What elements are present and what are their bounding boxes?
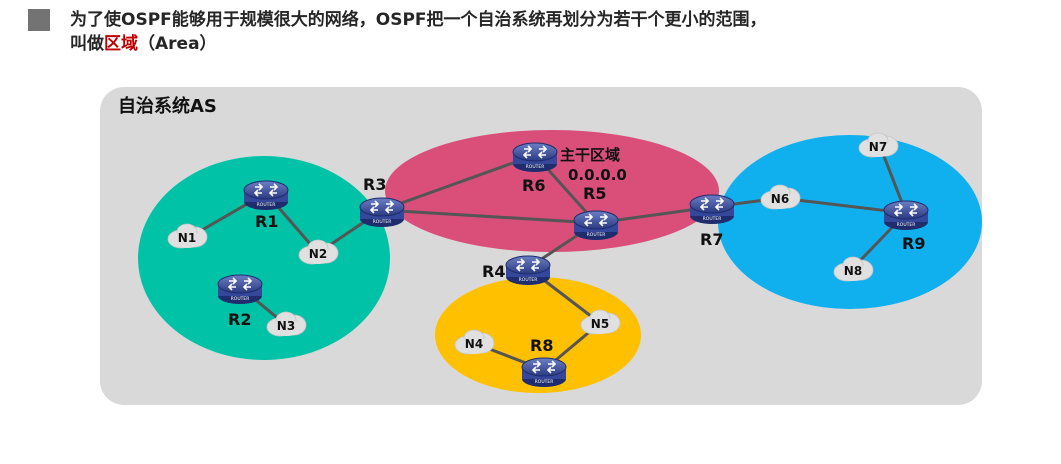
- network-N1: N1: [167, 223, 208, 249]
- router-label-R8: R8: [530, 336, 553, 355]
- header-line-2-prefix: 叫做: [70, 34, 104, 54]
- header-line-2: 叫做区域（Area）: [70, 33, 217, 55]
- network-label: N8: [844, 264, 862, 278]
- network-N7: N7: [858, 132, 899, 158]
- router-badge: ROUTER: [897, 222, 916, 228]
- router-badge: ROUTER: [526, 164, 545, 170]
- router-label-R6: R6: [522, 176, 545, 195]
- router-badge: ROUTER: [535, 379, 554, 385]
- router-R2: ROUTER: [217, 274, 263, 305]
- area-bottom: [435, 277, 641, 393]
- network-label: N7: [869, 140, 887, 154]
- router-label-R2: R2: [228, 310, 251, 329]
- router-badge: ROUTER: [257, 202, 276, 208]
- network-label: N1: [178, 231, 196, 245]
- router-R9: ROUTER: [883, 200, 929, 231]
- router-badge: ROUTER: [519, 277, 538, 283]
- router-label-R1: R1: [255, 212, 278, 231]
- network-label: N5: [591, 317, 609, 331]
- network-N6: N6: [760, 184, 801, 210]
- router-label-R5: R5: [583, 184, 606, 203]
- router-badge: ROUTER: [373, 219, 392, 225]
- header-line-1: 为了使OSPF能够用于规模很大的网络，OSPF把一个自治系统再划分为若干个更小的…: [70, 10, 767, 30]
- router-label-R9: R9: [902, 234, 925, 253]
- network-N8: N8: [833, 256, 874, 282]
- router-badge: ROUTER: [587, 232, 606, 238]
- network-N4: N4: [454, 329, 495, 355]
- backbone-label: 主干区域: [560, 146, 620, 164]
- router-R4: ROUTER: [505, 255, 551, 286]
- router-R1: ROUTER: [243, 180, 289, 211]
- router-badge: ROUTER: [703, 216, 722, 222]
- router-R5: ROUTER: [573, 210, 619, 241]
- backbone-area-id: 0.0.0.0: [568, 166, 627, 184]
- router-label-R3: R3: [363, 175, 386, 194]
- router-label-R7: R7: [700, 230, 723, 249]
- network-label: N2: [309, 247, 327, 261]
- router-R6: ROUTER: [512, 142, 558, 173]
- network-label: N4: [465, 337, 483, 351]
- network-N3: N3: [266, 311, 307, 337]
- network-label: N6: [771, 192, 789, 206]
- area-right: [718, 135, 982, 309]
- area-backbone: [385, 130, 719, 252]
- area-left: [138, 156, 390, 360]
- as-label: 自治系统AS: [118, 95, 217, 117]
- network-N2: N2: [298, 239, 339, 265]
- network-label: N3: [277, 319, 295, 333]
- bullet-square: [28, 9, 50, 31]
- router-badge: ROUTER: [231, 296, 250, 302]
- router-R3: ROUTER: [359, 197, 405, 228]
- header-line-2-suffix: （Area）: [138, 34, 217, 54]
- area-term: 区域: [104, 34, 138, 54]
- network-N5: N5: [580, 309, 621, 335]
- router-R8: ROUTER: [521, 357, 567, 388]
- router-label-R4: R4: [482, 262, 505, 281]
- router-R7: ROUTER: [689, 194, 735, 225]
